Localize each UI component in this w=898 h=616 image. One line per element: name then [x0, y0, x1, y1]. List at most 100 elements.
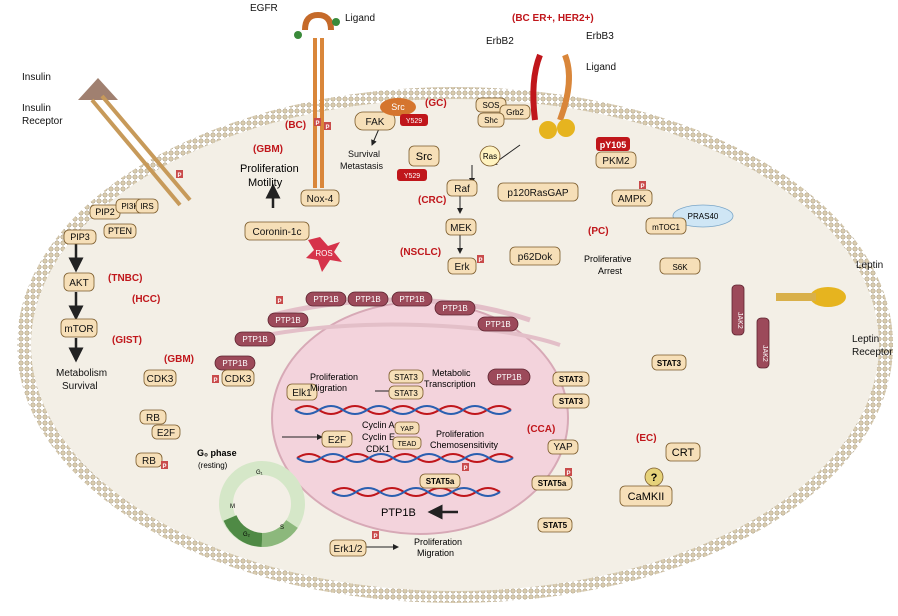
leptin-receptor-label: Receptor [852, 347, 893, 358]
e2f-nucleus-node: E2F [328, 435, 346, 446]
nsclc-label: (NSCLC) [400, 247, 441, 258]
prolif-arrest-label: Arrest [598, 266, 623, 276]
crt-node: CRT [672, 447, 695, 459]
mtor-node: mTOR [64, 324, 93, 335]
svg-text:P: P [162, 464, 166, 470]
erbb2-label: ErbB2 [486, 36, 514, 47]
gbm-top-label: (GBM) [253, 144, 283, 155]
crc-label: (CRC) [418, 195, 446, 206]
resting-label: (resting) [198, 461, 228, 470]
svg-text:P: P [277, 299, 281, 305]
question-badge: ? [651, 472, 658, 484]
cca-label: (CCA) [527, 424, 555, 435]
ptp1b-label: PTP1B [355, 295, 380, 304]
prolif-mig-bottom-label: Migration [417, 548, 454, 558]
prolif-mig-label: Proliferation [310, 372, 358, 382]
prolif-mig-bottom-label: Proliferation [414, 537, 462, 547]
ec-label: (EC) [636, 433, 657, 444]
stat5a-node: STAT5a [538, 479, 567, 488]
gc-label: (GC) [425, 98, 447, 109]
src-top-node: Src [391, 102, 405, 112]
pten-node: PTEN [108, 226, 132, 236]
dna-helix-2 [296, 453, 514, 463]
py105-badge: pY105 [600, 140, 627, 150]
ptp1b-label: PTP1B [222, 359, 247, 368]
coronin-node: Coronin-1c [253, 227, 302, 238]
erbb-receptor [530, 53, 575, 139]
yap-nucleus-node: YAP [400, 426, 414, 433]
ptp1b-nucleus-label: PTP1B [381, 507, 416, 519]
akt-node: AKT [69, 278, 88, 289]
erk-node: Erk [455, 262, 471, 273]
svg-text:P: P [325, 125, 329, 131]
svg-text:P: P [177, 173, 181, 179]
nox4-node: Nox-4 [307, 194, 334, 205]
ptp1b-cluster: PTP1B PTP1B PTP1B PTP1B PTP1B PTP1B PTP1… [214, 291, 531, 386]
g0-phase-label: G₀ phase [197, 448, 237, 458]
jak2-label: JAK2 [761, 345, 768, 362]
pras40-node: PRAS40 [688, 212, 719, 221]
ptp1b-label: PTP1B [275, 316, 300, 325]
s-label: S [280, 525, 284, 531]
leptin-label: Leptin [856, 260, 883, 271]
cdk1-label: CDK1 [366, 444, 390, 454]
stat3-nucleus-node: STAT3 [394, 373, 418, 382]
fak-node: FAK [366, 117, 385, 128]
ptp1b-label: PTP1B [485, 320, 510, 329]
erk12-node: Erk1/2 [334, 544, 363, 555]
cell-cycle-diagram [219, 461, 305, 548]
rb-node: RB [146, 413, 160, 424]
insulin-label: Insulin [22, 72, 51, 83]
y529-top-badge: Y529 [406, 118, 422, 125]
leptin-receptor [731, 284, 846, 369]
metab-surv-label: Survival [62, 381, 98, 392]
insulin-receptor [78, 78, 192, 207]
stat3-node: STAT3 [559, 397, 584, 406]
leptin-receptor-label: Leptin [852, 334, 879, 345]
tead-node: TEAD [398, 441, 417, 448]
ptp1b-label: PTP1B [442, 304, 467, 313]
ras-node: Ras [483, 152, 497, 161]
g2-label: G₂ [243, 532, 251, 538]
tnbc-label: (TNBC) [108, 273, 142, 284]
egfr-label: EGFR [250, 3, 278, 14]
s6k-node: S6K [672, 263, 688, 272]
metab-surv-label: Metabolism [56, 368, 107, 379]
jak2-label: JAK2 [736, 312, 743, 329]
svg-text:P: P [566, 471, 570, 477]
insulin-receptor-label: Receptor [22, 116, 63, 127]
cyclin-e-label: Cyclin E [362, 432, 395, 442]
prolif-motility-label: Proliferation [240, 163, 299, 175]
m-label: M [230, 504, 235, 510]
prolif-chemo-label: Chemosensitivity [430, 440, 499, 450]
cdk3-node: CDK3 [225, 374, 252, 385]
mek-node: MEK [450, 223, 472, 234]
src-mid-node: Src [416, 151, 433, 163]
stat5-node: STAT5 [543, 521, 568, 530]
insulin-receptor-label: Insulin [22, 103, 51, 114]
svg-text:P: P [478, 258, 482, 264]
p120rasgap-node: p120RasGAP [507, 188, 568, 199]
grb2-node: Grb2 [506, 108, 524, 117]
cdk3-node: CDK3 [147, 374, 174, 385]
ligand-right-label: Ligand [586, 62, 616, 73]
ampk-node: AMPK [618, 194, 647, 205]
dna-helix-3 [331, 487, 501, 497]
mtoc1-node: mTOC1 [652, 223, 680, 232]
gbm-mid-label: (GBM) [164, 354, 194, 365]
prolif-motility-label: Motility [248, 177, 283, 189]
erbb3-label: ErbB3 [586, 31, 614, 42]
pi3k-node: PI3K [121, 202, 139, 211]
p62dok-node: p62Dok [518, 252, 553, 263]
e2f-node: E2F [157, 428, 175, 439]
shc-node: Shc [484, 116, 498, 125]
svg-text:P: P [640, 184, 644, 190]
pc-label: (PC) [588, 226, 609, 237]
egfr-receptor [294, 11, 340, 188]
metabolic-transcription-label: Metabolic [432, 368, 471, 378]
svg-text:P: P [213, 378, 217, 384]
pip2-node: PIP2 [95, 207, 115, 217]
stat3-node: STAT3 [657, 359, 682, 368]
ligand-top-label: Ligand [345, 13, 375, 24]
